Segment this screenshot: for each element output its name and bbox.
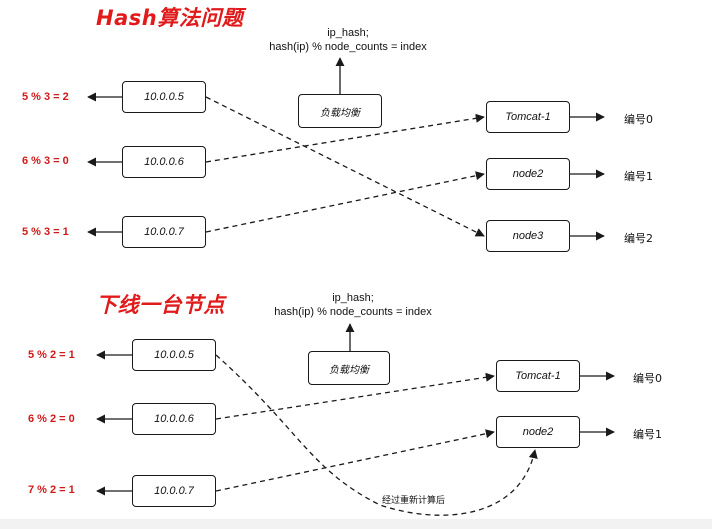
section-2-client-2-to-node-1	[215, 372, 495, 420]
section-2-formula: ip_hash; hash(ip) % node_counts = index	[258, 291, 448, 319]
section-2-client-3: 10.0.0.7	[132, 475, 216, 507]
section-1-client-3-to-node-2	[205, 171, 485, 233]
section-1-client-1-to-node-3	[205, 96, 485, 237]
section-1-node-3: node3	[486, 220, 570, 252]
section-1-client-2-to-node-1	[205, 113, 485, 163]
section-1-calc-2: 6 % 3 = 0	[22, 155, 69, 167]
section-2-load-balancer: 负载均衡	[308, 351, 390, 385]
section-2-client-1-recalculated-to-node-2	[215, 354, 538, 516]
section-2-formula-line2: hash(ip) % node_counts = index	[274, 306, 432, 318]
section-2-calc-1: 5 % 2 = 1	[28, 349, 75, 361]
section-1-calc-3: 5 % 3 = 1	[22, 226, 69, 238]
section-1-formula-line1: ip_hash;	[327, 27, 369, 39]
section-2-node-2: node2	[496, 416, 580, 448]
section-2-node-1: Tomcat-1	[496, 360, 580, 392]
section-1-calc-1: 5 % 3 = 2	[22, 91, 69, 103]
section-1-formula-line2: hash(ip) % node_counts = index	[269, 41, 427, 53]
section-1-client-3: 10.0.0.7	[122, 216, 206, 248]
section-2-calc-2: 6 % 2 = 0	[28, 413, 75, 425]
section-1-client-1: 10.0.0.5	[122, 81, 206, 113]
section-2-title: 下线一台节点	[96, 293, 225, 317]
section-1-formula: ip_hash; hash(ip) % node_counts = index	[258, 26, 438, 54]
section-1-client-2: 10.0.0.6	[122, 146, 206, 178]
section-1-node-1-index: 编号0	[624, 113, 653, 126]
section-2-node-2-index: 编号1	[633, 428, 662, 441]
section-1-node-1: Tomcat-1	[486, 101, 570, 133]
section-2-calc-3: 7 % 2 = 1	[28, 484, 75, 496]
recalculation-note: 经过重新计算后	[382, 496, 446, 506]
section-1-node-3-index: 编号2	[624, 232, 653, 245]
section-2-formula-line1: ip_hash;	[332, 292, 374, 304]
section-2-node-1-index: 编号0	[633, 372, 662, 385]
section-2-client-1: 10.0.0.5	[132, 339, 216, 371]
section-1-node-2: node2	[486, 158, 570, 190]
section-1-load-balancer: 负载均衡	[298, 94, 382, 128]
section-1-node-2-index: 编号1	[624, 170, 653, 183]
section-1-title: Hash算法问题	[96, 6, 244, 30]
section-2-client-2: 10.0.0.6	[132, 403, 216, 435]
section-2-client-3-to-node-2	[215, 429, 495, 492]
bottom-strip	[0, 519, 712, 529]
